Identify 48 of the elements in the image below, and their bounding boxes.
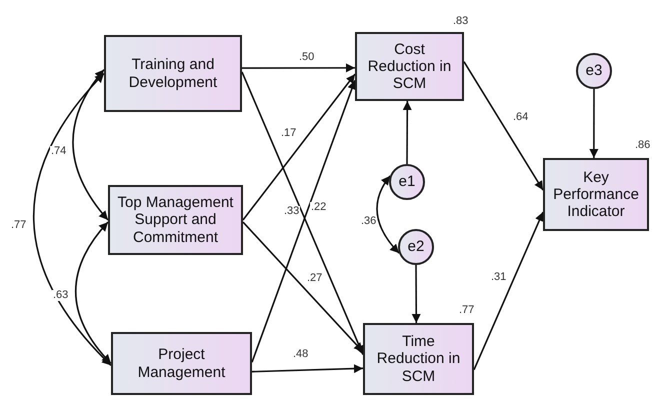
edge-label: .64 [512,112,530,123]
path-arrow [252,364,364,374]
r-squared-value: .86 [634,140,652,151]
error-term-circle [576,53,612,89]
path-arrow [589,89,598,158]
edge-label: .63 [52,290,70,301]
node-label: Project Management [136,346,226,381]
edge-label: .48 [292,349,310,360]
covariance-arrow [74,222,112,364]
path-arrow [251,80,356,363]
edge-label: .50 [298,52,316,63]
r-squared-value: .77 [458,305,476,316]
node-label: Training and Development [128,56,218,91]
node-label: e1 [398,173,416,191]
covariance-arrow [376,175,400,254]
edge-label: .17 [280,128,298,139]
node-label: e2 [406,238,426,256]
path-arrow [402,101,412,164]
variable-box [104,35,242,112]
r-squared-value: .83 [452,16,470,27]
node-label: Top Management Support and Commitment [116,194,234,246]
node-label: Key Performance Indicator [552,168,640,220]
edge-label: .22 [310,202,328,213]
edge-label: .31 [490,272,508,283]
variable-box [355,32,464,101]
node-label: Time Reduction in SCM [376,333,462,385]
covariance-arrow [72,69,109,220]
error-term-circle [398,229,434,265]
error-term-circle [389,164,425,200]
path-arrow [242,222,364,352]
node-label: Cost Reduction in SCM [366,40,452,92]
edge-label: .27 [306,273,324,284]
path-arrow [242,74,356,220]
variable-box [111,332,252,395]
edge-label: .74 [50,146,68,157]
path-arrow [412,265,421,323]
node-label: e3 [584,62,604,80]
edge-label: .77 [10,220,28,231]
variable-box [543,158,649,231]
variable-box [363,323,474,395]
path-arrow [473,212,544,370]
path-arrow [463,61,544,191]
edge-label: .33 [283,206,300,217]
path-arrow [242,63,355,72]
variable-box [108,185,243,255]
path-arrow [241,72,364,355]
covariance-arrow [32,72,112,366]
edge-label: .36 [360,216,378,227]
